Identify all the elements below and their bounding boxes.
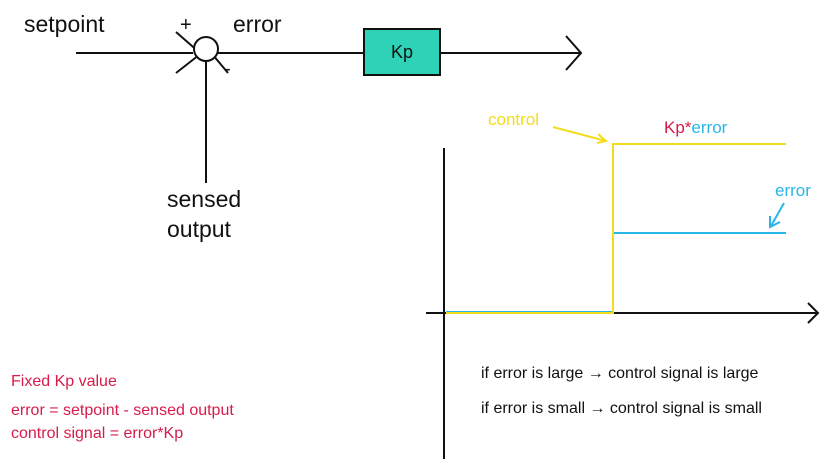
error-trace-label: error	[775, 181, 811, 200]
plus-sign: +	[180, 14, 192, 36]
error-equation: error = setpoint - sensed output	[11, 402, 234, 419]
setpoint-label: setpoint	[24, 11, 105, 37]
output-arrowhead	[565, 35, 583, 71]
fixed-kp-title: Fixed Kp value	[11, 373, 117, 390]
kp-text: Kp	[664, 118, 685, 137]
control-trace	[446, 143, 786, 314]
summing-junction	[193, 36, 219, 62]
error-label: error	[233, 11, 282, 37]
error-pointer-line	[770, 202, 785, 227]
note-error-large: if error is large → control signal is la…	[481, 365, 759, 382]
kp-error-text: error	[691, 118, 728, 137]
control-equation: control signal = error*Kp	[11, 425, 184, 442]
error-pointer-arrowhead	[769, 216, 781, 229]
kp-error-label: Kp*error	[664, 119, 727, 136]
note-error-small: if error is small → control signal is sm…	[481, 400, 762, 417]
control-pointer-arrowhead	[596, 133, 609, 144]
plot-x-axis-arrowhead	[807, 302, 820, 324]
error-trace	[446, 232, 786, 313]
sum-cross-mark-lower	[175, 54, 200, 74]
kp-block-label: Kp	[390, 42, 414, 62]
control-pointer-line	[552, 126, 607, 142]
sensed-output-label-line1: sensed	[167, 186, 242, 212]
minus-sign: -	[224, 58, 231, 80]
control-label: control	[488, 110, 540, 129]
sensed-output-label-line2: output	[167, 216, 231, 242]
multiply-star: *	[684, 118, 692, 137]
sum-cross-mark-right	[212, 54, 229, 74]
